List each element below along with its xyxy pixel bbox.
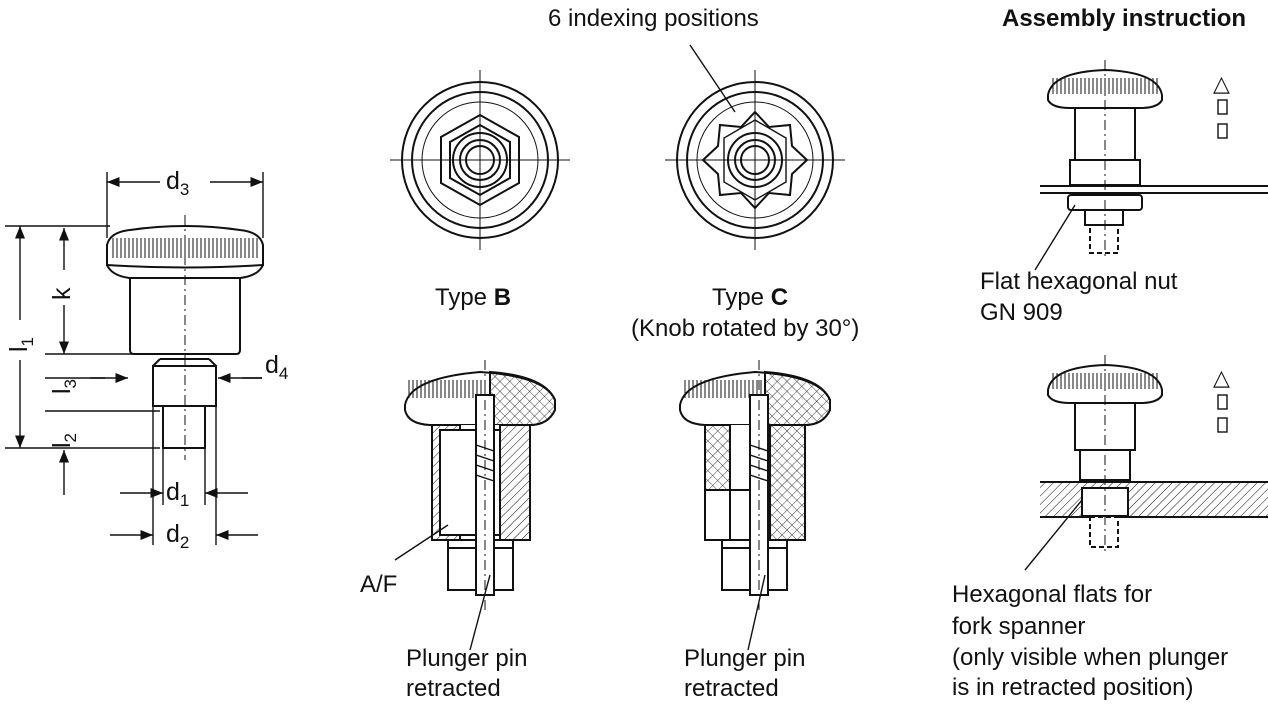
type-c-label: Type C [712, 284, 789, 311]
side-view [106, 215, 264, 460]
triangle-arrow-icon: △ [1213, 365, 1230, 390]
dim-d4: d4 [265, 351, 289, 383]
dim-l3: l3 [48, 378, 80, 394]
dim-l2: l2 [48, 432, 80, 448]
hex-flats-line3: (only visible when plunger [952, 644, 1229, 671]
assembly-instruction-heading: Assembly instruction [1002, 5, 1247, 32]
hex-flats-line4: is in retracted position) [952, 674, 1194, 701]
assembly-nut [1034, 60, 1268, 271]
flat-nut-label-line2: GN 909 [980, 299, 1063, 326]
plunger-b-line1: Plunger pin [406, 645, 528, 672]
dim-l1: l1 [5, 336, 37, 352]
hex-flats-line2: fork spanner [952, 613, 1086, 640]
assembly-flats [1024, 355, 1268, 571]
dim-k: k [48, 287, 76, 301]
plunger-b-line2: retracted [406, 675, 501, 702]
plunger-c-line2: retracted [684, 675, 779, 702]
section-type-c [679, 360, 831, 610]
type-b-label: Type B [435, 284, 512, 311]
af-label: A/F [360, 571, 398, 598]
dim-d3: d3 [166, 167, 190, 199]
dim-d1: d1 [166, 478, 190, 510]
top-view-type-b [390, 70, 570, 250]
type-c-note: (Knob rotated by 30°) [631, 315, 860, 342]
top-view-type-c [665, 44, 845, 250]
flat-nut-label-line1: Flat hexagonal nut [980, 268, 1178, 295]
side-view-dimensions [5, 172, 264, 545]
plunger-c-line1: Plunger pin [684, 645, 806, 672]
hex-flats-line1: Hexagonal flats for [952, 581, 1153, 608]
section-type-b [404, 360, 556, 610]
triangle-arrow-icon: △ [1213, 71, 1230, 96]
dim-d2: d2 [166, 520, 190, 552]
indexing-positions-label: 6 indexing positions [548, 5, 759, 32]
